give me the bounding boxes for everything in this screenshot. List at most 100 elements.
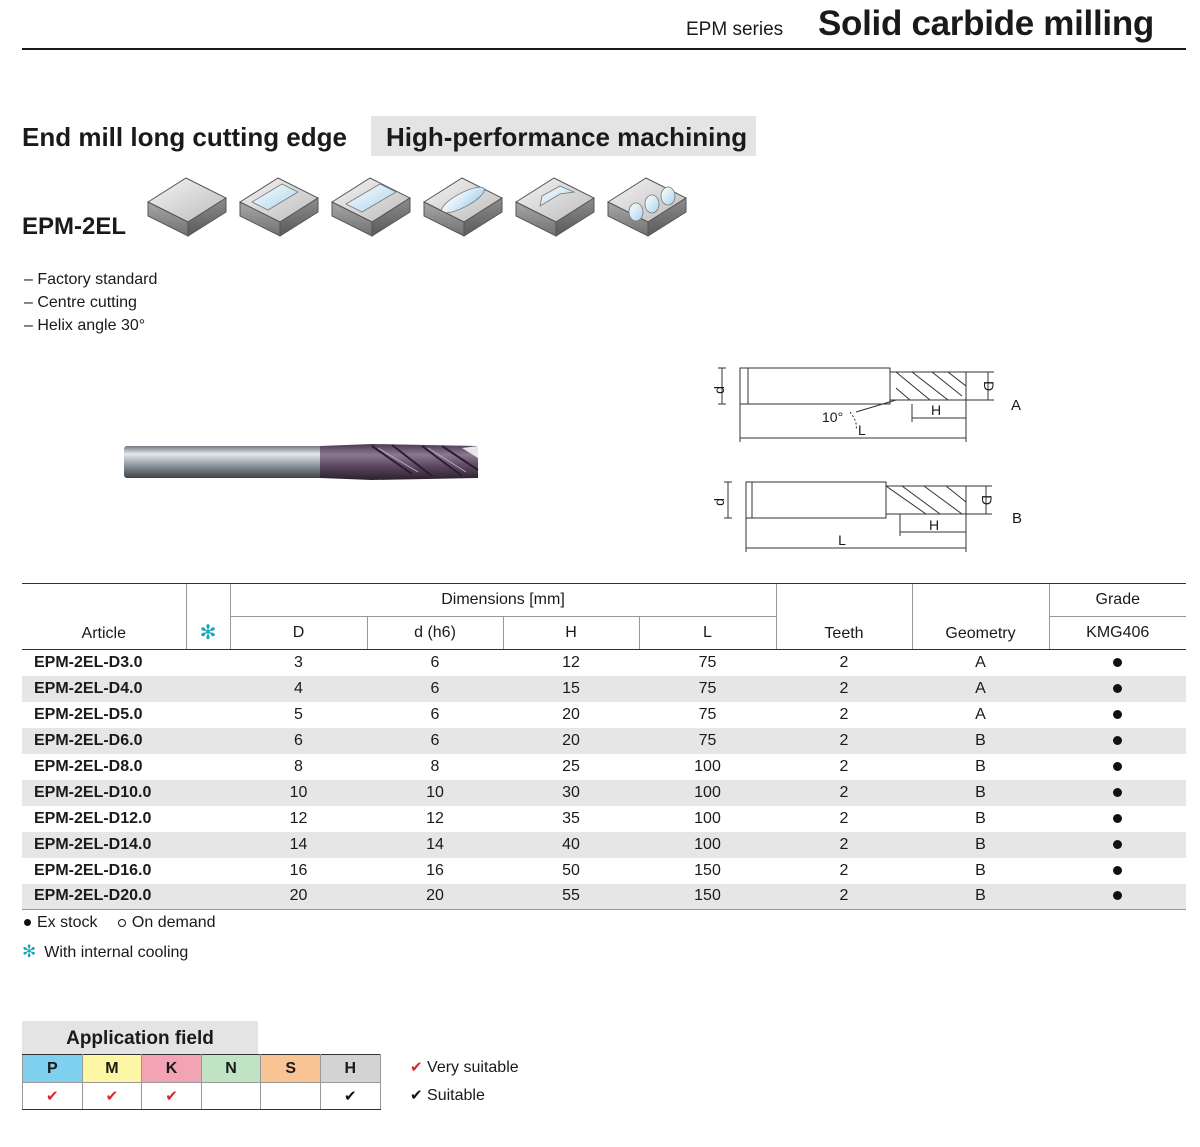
teeth-cell: 2 — [839, 757, 849, 775]
geometry-cell: A — [975, 705, 986, 723]
ex-stock-dot-icon — [1113, 709, 1122, 719]
H-cell: 20 — [503, 727, 639, 754]
diagram-a-H-label: H — [931, 402, 941, 418]
very-suitable-legend: ✔ Very suitable — [410, 1058, 519, 1077]
grade-cell — [1049, 779, 1186, 806]
diagram-b-D-label: D — [979, 495, 995, 505]
D-cell: 5 — [294, 705, 303, 723]
teeth-cell: 2 — [839, 653, 849, 671]
H-cell: 35 — [562, 809, 580, 827]
D-cell: 16 — [289, 861, 308, 879]
material-code-m: M — [81, 1054, 143, 1083]
L-cell: 75 — [639, 727, 776, 754]
feature-list: – Factory standard – Centre cutting – He… — [24, 268, 157, 337]
section-title: End mill long cutting edge — [22, 122, 347, 152]
check-red-icon: ✔ — [105, 1087, 119, 1105]
teeth-cell: 2 — [776, 831, 912, 858]
col-grade: Grade — [1048, 583, 1186, 617]
col-teeth: Teeth — [775, 583, 912, 650]
material-ratings-row: ✔✔✔✔ — [22, 1082, 381, 1110]
teeth-cell: 2 — [776, 883, 912, 910]
product-code: EPM-2EL — [22, 213, 127, 240]
open-pocket-icon — [514, 177, 596, 237]
col-geometry: Geometry — [911, 583, 1049, 650]
spec-table: Article ✻ Dimensions [mm] Teeth Geometry… — [22, 583, 1186, 910]
snowflake-icon: ✻ — [22, 942, 37, 961]
filled-dot-icon — [24, 919, 31, 927]
article-cell: EPM-2EL-D4.0 — [22, 675, 186, 702]
cooling-cell — [186, 650, 230, 676]
d-cell: 6 — [430, 705, 440, 723]
col-D: D — [229, 616, 367, 650]
feature-item: – Helix angle 30° — [24, 317, 146, 334]
material-rating-s — [260, 1082, 321, 1110]
d-cell: 6 — [367, 675, 503, 702]
ex-stock-label: Ex stock — [37, 914, 98, 931]
check-black-icon: ✔ — [410, 1087, 423, 1104]
D-cell: 6 — [230, 727, 367, 754]
diagram-b-H-label: H — [929, 517, 939, 533]
snowflake-icon: ✻ — [199, 622, 217, 644]
shoulder-icon — [238, 177, 320, 237]
D-cell: 4 — [230, 675, 367, 702]
col-article: Article — [22, 583, 186, 650]
grade-cell — [1049, 831, 1186, 858]
on-demand-label: On demand — [131, 914, 216, 931]
diagram-b — [724, 481, 992, 552]
grade-cell — [1049, 858, 1186, 884]
geometry-cell: B — [912, 727, 1049, 754]
ex-stock-dot-icon — [1113, 891, 1122, 901]
ex-stock-dot-icon — [1113, 865, 1122, 875]
material-code-n: N — [200, 1054, 262, 1083]
article-cell: EPM-2EL-D6.0 — [22, 727, 186, 754]
geometry-cell: A — [975, 653, 986, 671]
grade-cell — [1049, 727, 1186, 754]
geometry-cell: A — [912, 675, 1049, 702]
diagram-a-D-label: D — [981, 381, 997, 391]
grade-cell — [1049, 675, 1186, 702]
L-cell: 150 — [694, 861, 721, 879]
article-cell: EPM-2EL-D12.0 — [34, 809, 152, 827]
ex-stock-dot-icon — [1113, 787, 1122, 797]
article-cell: EPM-2EL-D8.0 — [34, 757, 143, 775]
article-cell: EPM-2EL-D14.0 — [22, 831, 186, 858]
feature-item: – Factory standard — [24, 271, 158, 288]
grade-cell — [1049, 883, 1186, 910]
D-cell: 20 — [230, 883, 367, 910]
stock-legend: Ex stock On demand — [24, 914, 216, 932]
d-cell: 6 — [430, 653, 440, 671]
col-grade-name: KMG406 — [1048, 616, 1186, 650]
L-cell: 100 — [694, 809, 721, 827]
grade-cell — [1049, 754, 1186, 780]
cooling-cell — [186, 727, 230, 754]
diagram-a-label: A — [1011, 397, 1021, 414]
geometry-cell: B — [975, 809, 986, 827]
material-code-s: S — [260, 1054, 321, 1083]
d-cell: 6 — [367, 727, 503, 754]
H-cell: 50 — [562, 861, 580, 879]
material-code-h: H — [319, 1054, 381, 1083]
material-rating-k: ✔ — [141, 1082, 202, 1110]
teeth-cell: 2 — [839, 705, 849, 723]
diagram-b-d-label: d — [711, 498, 727, 506]
block-icon — [146, 177, 228, 237]
diagram-a — [718, 367, 994, 442]
col-cooling: ✻ — [185, 583, 230, 650]
cooling-label: With internal cooling — [44, 944, 189, 961]
d-cell: 16 — [426, 861, 444, 879]
L-cell: 75 — [698, 653, 717, 671]
grade-cell — [1049, 806, 1186, 832]
page-title: Solid carbide milling — [818, 4, 1154, 43]
teeth-cell: 2 — [776, 727, 912, 754]
article-cell: EPM-2EL-D5.0 — [34, 705, 143, 723]
grade-cell — [1049, 650, 1186, 676]
hollow-dot-icon — [117, 918, 126, 927]
col-H: H — [502, 616, 639, 650]
